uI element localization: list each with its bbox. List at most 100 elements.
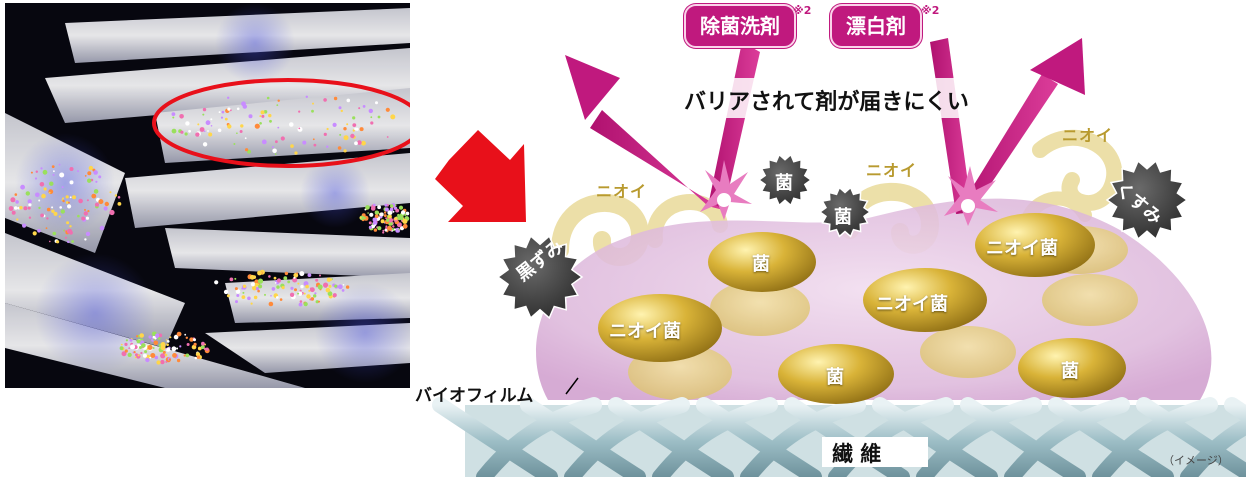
- bacteria-speck: [384, 203, 388, 207]
- bacteria-speck: [199, 127, 205, 132]
- bacteria-speck: [277, 99, 280, 102]
- fiber-strand: [1224, 397, 1246, 424]
- bacteria-speck: [49, 191, 51, 194]
- bacteria-speck: [136, 335, 139, 338]
- bacteria-speck: [398, 205, 404, 210]
- bacteria-speck: [53, 211, 58, 216]
- bacteria-speck: [361, 140, 366, 146]
- bacteria-speck: [346, 98, 351, 103]
- bacteria-speck: [144, 350, 148, 354]
- bacteria-speck: [183, 354, 186, 357]
- bacteria-speck: [93, 170, 98, 175]
- bacteria-speck: [326, 145, 329, 148]
- bacteria-speck: [128, 347, 131, 349]
- bacteria-speck: [263, 110, 268, 114]
- fiber-strand: [564, 397, 690, 477]
- bacteria-speck: [45, 227, 48, 230]
- bacteria-speck: [223, 289, 229, 295]
- bacteria-speck: [43, 187, 47, 191]
- bacteria-speck: [166, 340, 170, 343]
- bacteria-speck: [152, 347, 155, 349]
- bacteria-speck: [200, 345, 205, 350]
- bacteria-speck: [309, 298, 312, 301]
- bacteria-label-6: 菌: [1061, 361, 1079, 382]
- bacteria-speck: [257, 289, 260, 293]
- bacteria-speck: [338, 106, 342, 110]
- bacteria-speck: [95, 180, 98, 183]
- bacteria-speck: [218, 111, 221, 114]
- bleach-note: ※2: [921, 4, 940, 17]
- bacteria-speck: [402, 223, 408, 229]
- biofilm-label: バイオフィルム: [415, 386, 534, 406]
- bacteria-speck: [220, 116, 224, 119]
- bacteria-label-3: ニオイ菌: [876, 294, 948, 315]
- bacteria-speck: [22, 223, 27, 228]
- bacteria-speck: [374, 210, 380, 215]
- bacteria-speck: [391, 228, 394, 231]
- bacteria-speck: [194, 356, 198, 360]
- bacteria-speck: [165, 347, 167, 350]
- bacteria-speck: [327, 291, 333, 297]
- bacteria-speck: [346, 123, 349, 126]
- bacteria-speck: [345, 285, 350, 289]
- bacteria-speck: [384, 228, 388, 232]
- bacteria-speck: [51, 209, 55, 213]
- bacteria-speck: [193, 338, 196, 342]
- bacteria-speck: [173, 334, 179, 340]
- bacteria-speck: [208, 132, 213, 137]
- bacteria-speck: [264, 293, 266, 296]
- bacteria-speck: [325, 287, 331, 293]
- bacteria-speck: [392, 210, 395, 213]
- bacteria-speck: [359, 127, 364, 132]
- bacteria-speck: [40, 213, 44, 218]
- disinfectant-note: ※2: [793, 4, 812, 17]
- bacteria-speck: [369, 212, 374, 217]
- bacteria-speck: [276, 285, 280, 289]
- bacteria-speck: [368, 108, 373, 114]
- bacteria-speck: [205, 347, 209, 351]
- bacteria-speck: [69, 196, 72, 199]
- bacteria-speck: [368, 225, 372, 229]
- bacteria-speck: [323, 98, 327, 102]
- bacteria-speck: [165, 360, 168, 363]
- bacteria-speck: [233, 143, 236, 145]
- bacteria-speck: [268, 275, 271, 278]
- bacteria-speck: [84, 208, 86, 211]
- bacteria-speck: [362, 105, 366, 108]
- bacteria-speck: [119, 346, 124, 351]
- bacteria-speck: [155, 333, 160, 338]
- bacteria-speck: [281, 286, 285, 290]
- biofilm-pointer-line: [565, 377, 579, 395]
- bacteria-speck: [277, 126, 280, 129]
- bacteria-speck: [234, 287, 238, 291]
- bacteria-speck: [258, 284, 263, 289]
- bacteria-speck: [244, 137, 247, 140]
- bacteria-speck: [382, 231, 385, 234]
- bacteria-speck: [86, 199, 89, 202]
- bacteria-speck: [58, 215, 61, 218]
- dirt-blob-icon: [496, 234, 584, 320]
- bacteria-speck: [260, 110, 265, 115]
- bacteria-speck: [227, 124, 232, 129]
- bacteria-speck: [229, 277, 234, 282]
- bacteria-speck: [197, 346, 202, 351]
- bacteria-speck: [273, 276, 277, 280]
- bacteria-speck: [46, 217, 49, 220]
- bacteria-speck: [136, 339, 141, 344]
- bacteria-speck: [85, 216, 89, 220]
- bacteria-speck: [169, 336, 172, 339]
- barrier-text-band: [676, 78, 988, 118]
- bacteria-speck: [184, 132, 188, 136]
- bacteria-speck: [114, 194, 118, 197]
- dirt-badges: [496, 153, 1189, 320]
- bacteria-speck: [305, 95, 308, 99]
- bacteria-speck: [65, 195, 69, 199]
- bacteria-speck: [259, 115, 262, 118]
- bacteria-speck: [271, 146, 274, 149]
- bacteria-speck: [227, 96, 230, 100]
- bacteria-speck: [184, 333, 187, 336]
- bacteria-speck: [85, 231, 91, 237]
- bacteria-speck: [88, 165, 94, 171]
- bacteria-speck: [343, 127, 347, 131]
- bacteria-speck: [358, 107, 361, 110]
